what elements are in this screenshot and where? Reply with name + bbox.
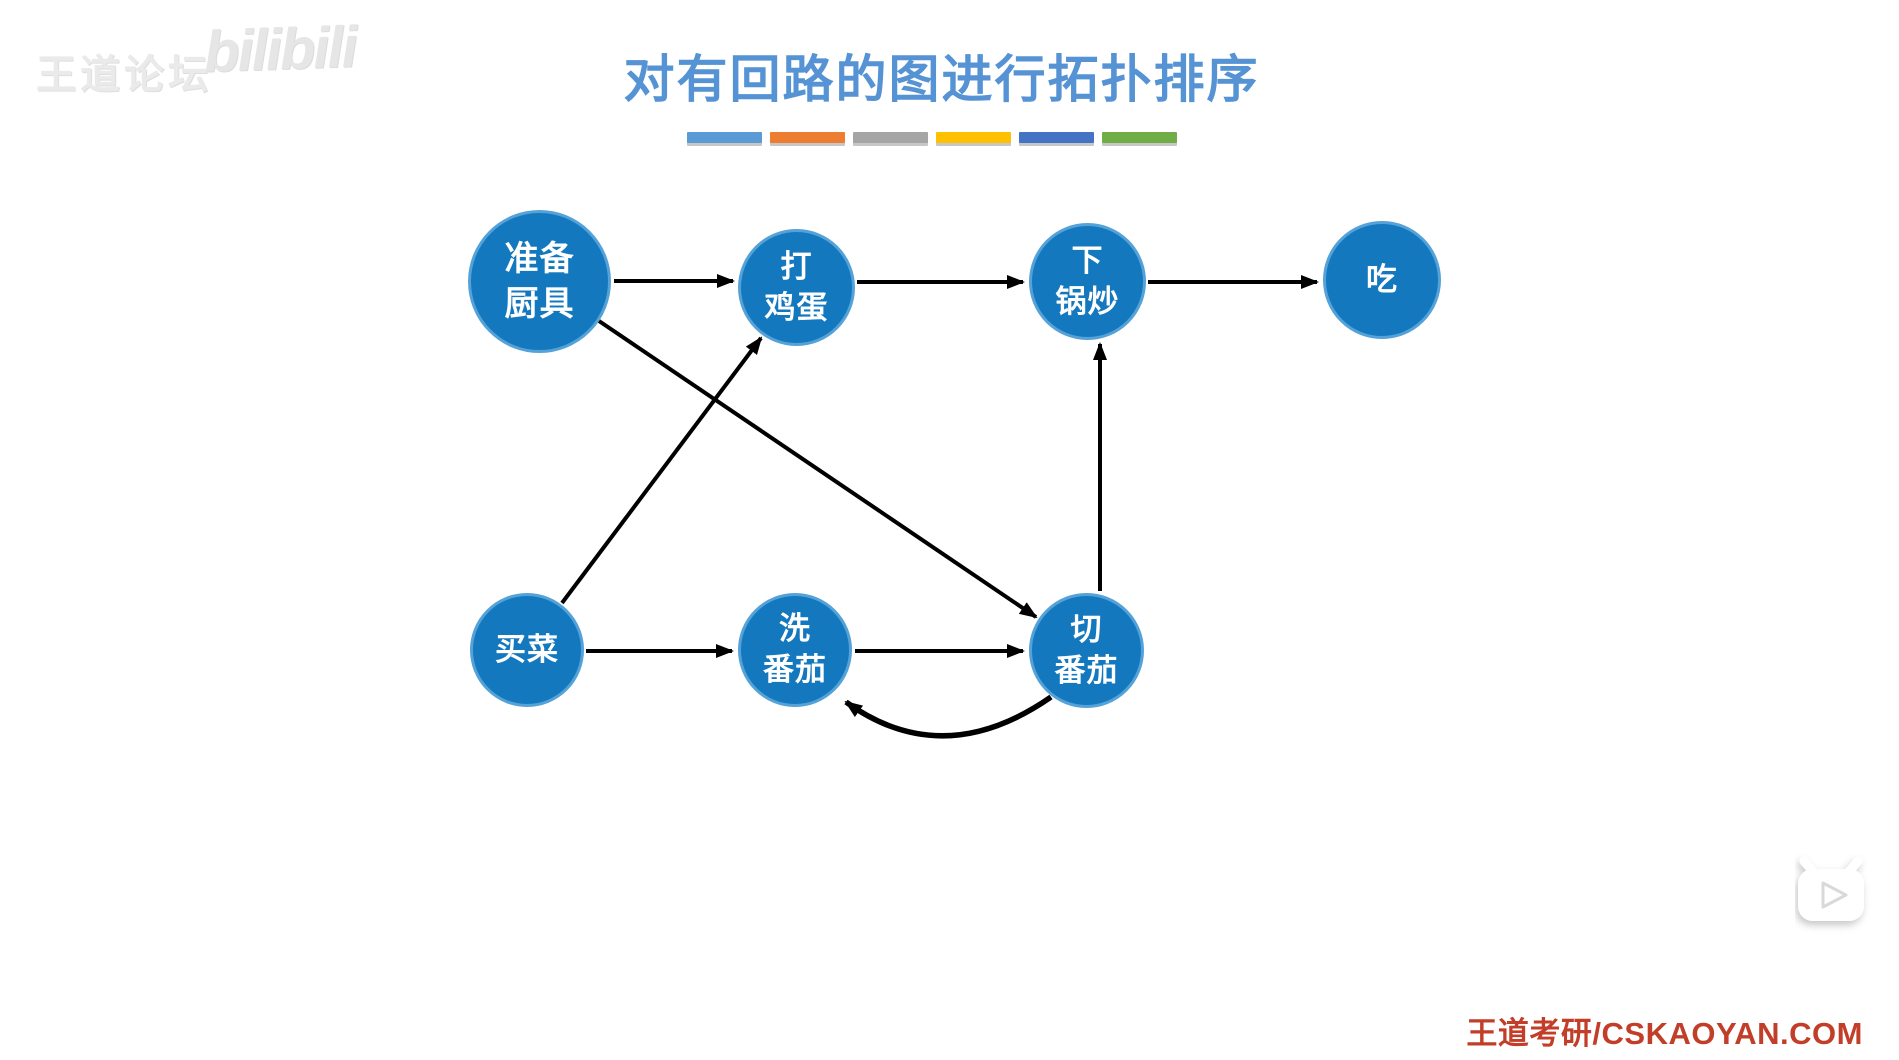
edge-prepare-to-cut bbox=[597, 319, 1038, 619]
node-label-line: 切 bbox=[1070, 611, 1103, 647]
node-label-line: 打 bbox=[780, 248, 813, 284]
graph-node-wash-tomato: 洗 番茄 bbox=[738, 593, 852, 707]
underline-bar-green bbox=[1102, 132, 1177, 143]
node-label-line: 吃 bbox=[1366, 261, 1398, 297]
edge-buy-to-egg bbox=[560, 336, 763, 605]
node-label-line: 下 bbox=[1071, 242, 1104, 278]
underline-bar-gray bbox=[853, 132, 928, 143]
title-underline-bars bbox=[687, 132, 1177, 143]
graph-node-stir-fry: 下 锅炒 bbox=[1029, 223, 1146, 340]
graph-node-prepare-utensils: 准备 厨具 bbox=[468, 210, 611, 353]
node-label-line: 买菜 bbox=[495, 631, 559, 667]
underline-bar-blue bbox=[687, 132, 762, 143]
graph-node-beat-eggs: 打 鸡蛋 bbox=[738, 229, 855, 346]
node-label-line: 番茄 bbox=[1054, 652, 1119, 688]
bilibili-logo-watermark: bilibili bbox=[202, 14, 357, 85]
graph-node-cut-tomato: 切 番茄 bbox=[1029, 593, 1144, 708]
node-label-line: 番茄 bbox=[763, 652, 827, 687]
graph-node-buy-groceries: 买菜 bbox=[470, 593, 584, 707]
edge-cut-to-wash-cycle bbox=[844, 694, 1053, 739]
wangdao-forum-watermark: 王道论坛 bbox=[36, 53, 212, 97]
page-title: 对有回路的图进行拓扑排序 bbox=[623, 51, 1260, 108]
underline-bar-orange bbox=[770, 132, 845, 143]
underline-bar-darkblue bbox=[1019, 132, 1094, 143]
underline-bar-yellow bbox=[936, 132, 1011, 143]
node-label-line: 厨具 bbox=[504, 284, 575, 323]
node-label-line: 鸡蛋 bbox=[764, 289, 829, 325]
graph-node-eat: 吃 bbox=[1323, 221, 1441, 339]
node-label-line: 洗 bbox=[779, 611, 811, 647]
bilibili-tv-play-icon[interactable] bbox=[1795, 852, 1871, 938]
cskaoyan-watermark: 王道考研/CSKAOYAN.COM bbox=[1466, 1016, 1863, 1051]
node-label-line: 准备 bbox=[504, 239, 575, 278]
node-label-line: 锅炒 bbox=[1055, 283, 1120, 319]
